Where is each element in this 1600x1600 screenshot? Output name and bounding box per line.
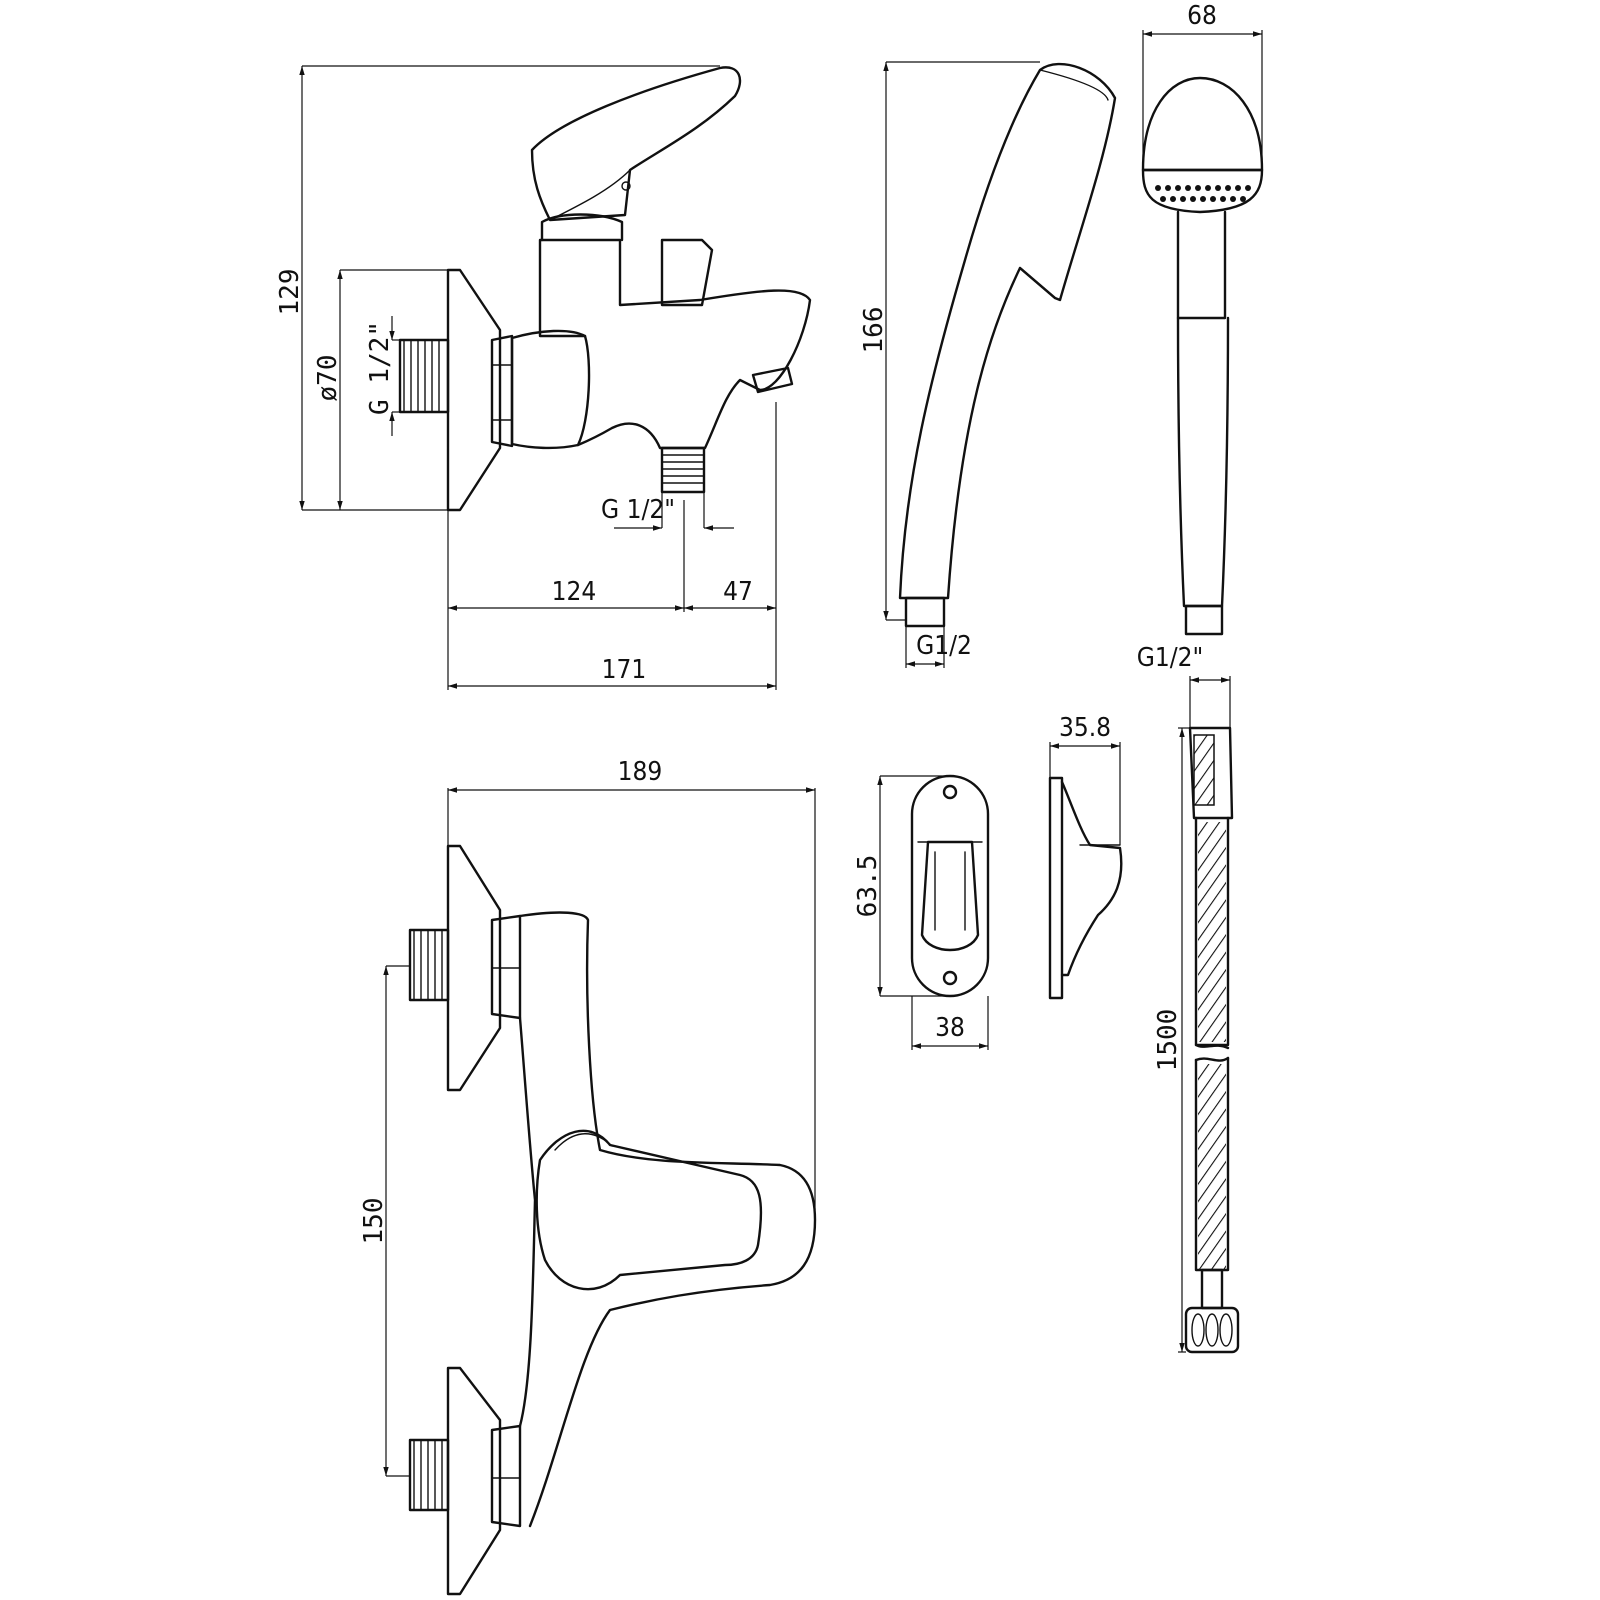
dim-label-129: 129 [275, 269, 305, 316]
dim-label-hose-thread: G1/2" [1137, 643, 1204, 673]
dim-label-38: 38 [935, 1013, 965, 1043]
dim-label-35-8: 35.8 [1059, 713, 1111, 743]
mixer-front-view [408, 844, 817, 1596]
handshower-front-view [1141, 76, 1264, 636]
dim-label-1500: 1500 [1153, 1009, 1183, 1072]
mixer-side-view [398, 66, 812, 512]
dim-label-dia70: ø70 [313, 355, 343, 402]
dim-label-124: 124 [552, 577, 597, 607]
dimension-lines [299, 30, 1263, 1477]
dim-label-171: 171 [602, 655, 647, 685]
wall-holder-side-view [1048, 776, 1123, 1000]
dim-label-68: 68 [1187, 1, 1217, 31]
dim-label-150: 150 [359, 1198, 389, 1245]
dim-label-189: 189 [618, 757, 663, 787]
dim-label-47: 47 [723, 577, 753, 607]
shower-hose [1184, 726, 1240, 1354]
dim-label-outlet-thread: G 1/2" [601, 495, 675, 525]
dim-label-inlet-thread: G 1/2" [365, 321, 395, 415]
spray-holes-icon [1155, 185, 1251, 202]
dim-label-63-5: 63.5 [853, 855, 883, 918]
dim-label-166: 166 [859, 307, 889, 354]
dimension-labels: 129 ø70 G 1/2" G 1/2" 124 47 171 166 G1/… [275, 1, 1217, 1244]
dim-label-handle-thread: G1/2 [916, 631, 972, 661]
handshower-side-view [898, 62, 1117, 628]
wall-holder-front-view [910, 774, 990, 998]
